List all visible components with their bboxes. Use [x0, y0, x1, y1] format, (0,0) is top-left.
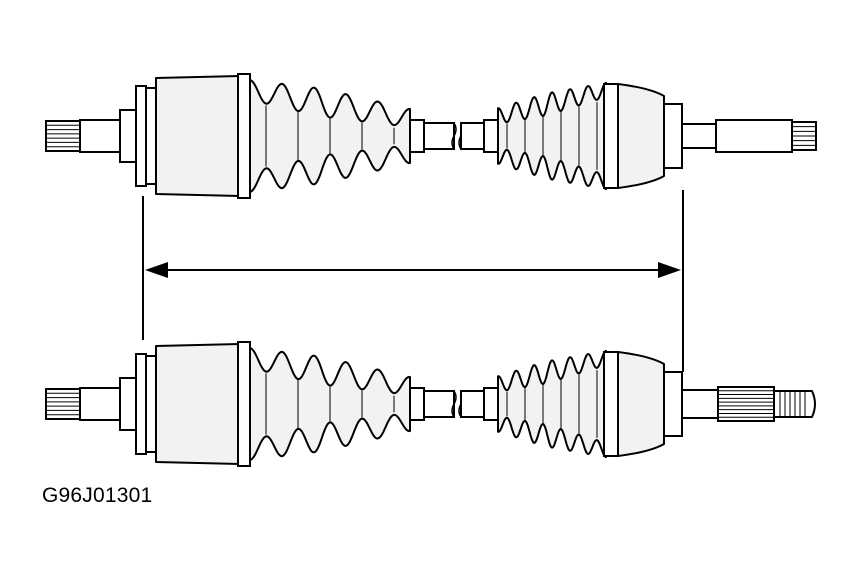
outer-boot-clamp [603, 83, 619, 189]
inner-boot-clamp [237, 73, 251, 199]
left-spline-stub-body [45, 120, 81, 152]
outer-boot [497, 349, 607, 459]
inner-boot-clamp [237, 341, 251, 467]
middle-shaft-right [460, 122, 488, 150]
figure-reference-code: G96J01301 [42, 484, 153, 507]
inner-boot [249, 79, 411, 193]
outer-boot-clamp [603, 351, 619, 457]
right-shaft-step [681, 389, 721, 419]
left-spline-stub-body [45, 388, 81, 420]
left-flange-ring [135, 353, 147, 455]
left-flange-ring [135, 85, 147, 187]
left-spline-stub [45, 120, 81, 152]
right-shaft-step [681, 123, 721, 149]
inner-boot-small-clamp [409, 387, 425, 421]
shaft-break-mark-left [451, 390, 457, 418]
outer-joint-housing [617, 83, 665, 189]
outer-boot-outline [497, 349, 607, 459]
middle-shaft-left [423, 122, 455, 150]
middle-shaft-left [423, 390, 455, 418]
left-shaft-step [79, 387, 123, 421]
arrowhead-right [658, 262, 681, 278]
right-spline-section-body [717, 386, 775, 422]
inner-boot [249, 347, 411, 461]
left-shaft-step [79, 119, 123, 153]
arrowhead-left [145, 262, 168, 278]
left-flange-lip [145, 355, 157, 453]
length-comparison [142, 190, 684, 372]
outer-boot-small-clamp [483, 119, 499, 153]
outer-joint-housing [617, 351, 665, 457]
right-shaft [715, 119, 793, 153]
right-spline-section [717, 386, 775, 422]
outer-boot-outline [497, 81, 607, 191]
outer-boot-small-clamp [483, 387, 499, 421]
right-spline-stub [791, 121, 817, 151]
inner-boot-small-clamp [409, 119, 425, 153]
drive-shaft-upper [45, 73, 817, 199]
left-spline-stub [45, 388, 81, 420]
inner-joint-housing [155, 343, 241, 465]
shaft-break-mark-left [451, 122, 457, 150]
outer-joint-collar [663, 371, 683, 437]
outer-boot [497, 81, 607, 191]
left-flange-lip [145, 87, 157, 185]
inner-joint-housing [155, 75, 241, 197]
drive-shaft-lower [45, 341, 816, 467]
outer-joint-collar [663, 103, 683, 169]
